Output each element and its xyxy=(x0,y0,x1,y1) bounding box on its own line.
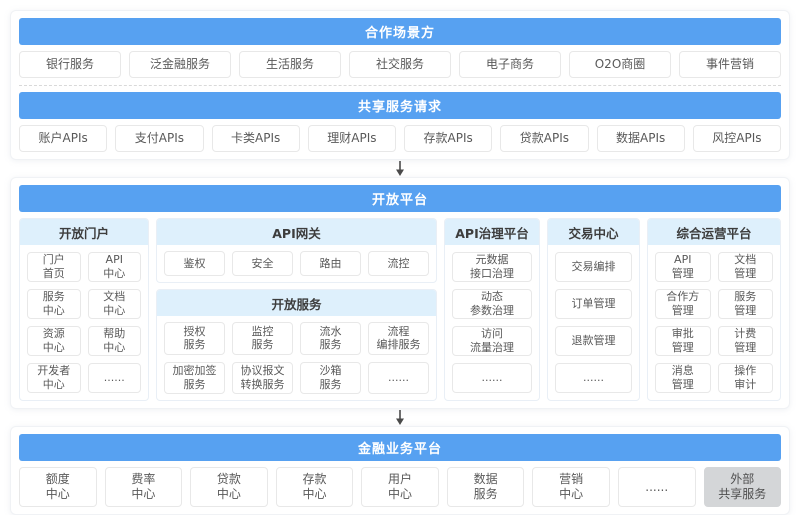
portal-item: 帮助 中心 xyxy=(87,326,141,356)
api-item: 风控APIs xyxy=(692,125,781,152)
trade-item: 交易编排 xyxy=(555,252,632,282)
finance-item: 贷款 中心 xyxy=(190,467,268,507)
open-platform-columns: 开放门户 门户 首页 API 中心 服务 中心 文档 中心 资源 中心 帮助 中… xyxy=(19,218,781,401)
operations-item: 文档 管理 xyxy=(717,252,773,282)
gateway-item: 路由 xyxy=(300,251,361,276)
service-item: 监控 服务 xyxy=(232,322,293,355)
portal-item: 资源 中心 xyxy=(27,326,81,356)
service-item-more: ...... xyxy=(368,361,429,394)
scenario-items-row: 银行服务 泛金融服务 生活服务 社交服务 电子商务 O2O商圈 事件营销 xyxy=(19,51,781,78)
finance-item-external-shared-service: 外部 共享服务 xyxy=(703,467,782,507)
operations-platform-body: API 管理 文档 管理 合作方 管理 服务 管理 审批 管理 计费 管理 消息… xyxy=(648,245,780,400)
api-item: 卡类APIs xyxy=(211,125,300,152)
panel-open-portal: 开放门户 门户 首页 API 中心 服务 中心 文档 中心 资源 中心 帮助 中… xyxy=(19,218,149,401)
governance-item: 动态 参数治理 xyxy=(452,289,532,319)
shared-api-items-row: 账户APIs 支付APIs 卡类APIs 理财APIs 存款APIs 贷款API… xyxy=(19,125,781,152)
panel-operations-platform: 综合运营平台 API 管理 文档 管理 合作方 管理 服务 管理 审批 管理 计… xyxy=(647,218,781,401)
operations-item: 计费 管理 xyxy=(717,326,773,356)
scenario-item: 银行服务 xyxy=(19,51,121,78)
api-item: 账户APIs xyxy=(19,125,108,152)
service-item: 沙箱 服务 xyxy=(300,361,361,394)
api-item: 理财APIs xyxy=(307,125,396,152)
open-platform-container: 开放平台 开放门户 门户 首页 API 中心 服务 中心 文档 中心 资源 中心… xyxy=(10,177,790,409)
api-gateway-body: 鉴权 安全 路由 流控 xyxy=(157,245,436,282)
trade-center-title: 交易中心 xyxy=(548,219,639,245)
portal-item: 开发者 中心 xyxy=(27,363,81,393)
gateway-item: 鉴权 xyxy=(164,251,225,276)
down-arrow-icon xyxy=(10,409,790,426)
finance-items-row: 额度 中心 费率 中心 贷款 中心 存款 中心 用户 中心 数据 服务 营销 中… xyxy=(19,467,782,507)
api-item: 存款APIs xyxy=(404,125,493,152)
portal-item: 文档 中心 xyxy=(87,289,141,319)
scenario-item: 社交服务 xyxy=(349,51,451,78)
finance-item: 用户 中心 xyxy=(361,467,439,507)
governance-item-more: ...... xyxy=(452,363,532,393)
service-item: 加密加签 服务 xyxy=(164,361,225,394)
down-arrow-icon xyxy=(10,160,790,177)
finance-item-more: ...... xyxy=(617,467,696,507)
scenario-item: 生活服务 xyxy=(239,51,341,78)
finance-item: 额度 中心 xyxy=(19,467,97,507)
scenario-and-request-container: 合作场景方 银行服务 泛金融服务 生活服务 社交服务 电子商务 O2O商圈 事件… xyxy=(10,10,790,160)
shared-request-header-bar: 共享服务请求 xyxy=(19,92,781,119)
open-platform-header-bar: 开放平台 xyxy=(19,185,781,212)
api-gateway-title: API网关 xyxy=(157,219,436,245)
governance-item: 访问 流量治理 xyxy=(452,326,532,356)
trade-item: 退款管理 xyxy=(555,326,632,356)
finance-item: 费率 中心 xyxy=(104,467,183,507)
panel-api-gateway: API网关 鉴权 安全 路由 流控 xyxy=(156,218,437,283)
portal-item: API 中心 xyxy=(87,252,141,282)
finance-platform-container: 金融业务平台 额度 中心 费率 中心 贷款 中心 存款 中心 用户 中心 数据 … xyxy=(10,426,790,515)
operations-platform-title: 综合运营平台 xyxy=(648,219,780,245)
operations-item: 消息 管理 xyxy=(655,363,711,393)
scenario-item: 事件营销 xyxy=(679,51,781,78)
operations-item: 审批 管理 xyxy=(655,326,711,356)
scenario-item: 电子商务 xyxy=(459,51,561,78)
open-services-body: 授权 服务 监控 服务 流水 服务 流程 编排服务 加密加签 服务 协议报文 转… xyxy=(157,316,436,400)
operations-item: 服务 管理 xyxy=(717,289,773,319)
governance-item: 元数据 接口治理 xyxy=(452,252,532,282)
gateway-item: 安全 xyxy=(232,251,293,276)
panel-api-governance: API治理平台 元数据 接口治理 动态 参数治理 访问 流量治理 ...... xyxy=(444,218,540,401)
operations-item: 合作方 管理 xyxy=(655,289,711,319)
open-portal-body: 门户 首页 API 中心 服务 中心 文档 中心 资源 中心 帮助 中心 开发者… xyxy=(20,245,148,400)
api-item: 贷款APIs xyxy=(500,125,589,152)
scenario-header-bar: 合作场景方 xyxy=(19,18,781,45)
portal-item-more: ...... xyxy=(87,363,141,393)
finance-item: 存款 中心 xyxy=(275,467,354,507)
finance-platform-header-bar: 金融业务平台 xyxy=(19,434,781,461)
service-item: 协议报文 转换服务 xyxy=(232,361,293,394)
scenario-item: 泛金融服务 xyxy=(129,51,231,78)
open-portal-title: 开放门户 xyxy=(20,219,148,245)
trade-item: 订单管理 xyxy=(555,289,632,319)
portal-item: 服务 中心 xyxy=(27,289,81,319)
api-governance-title: API治理平台 xyxy=(445,219,539,245)
service-item: 流程 编排服务 xyxy=(368,322,429,355)
panel-trade-center: 交易中心 交易编排 订单管理 退款管理 ...... xyxy=(547,218,640,401)
operations-item: API 管理 xyxy=(655,252,711,282)
api-item: 数据APIs xyxy=(596,125,685,152)
gateway-item: 流控 xyxy=(368,251,429,276)
scenario-item: O2O商圈 xyxy=(569,51,671,78)
finance-item: 数据 服务 xyxy=(446,467,525,507)
finance-item: 营销 中心 xyxy=(532,467,610,507)
operations-item: 操作 审计 xyxy=(717,363,773,393)
trade-item-more: ...... xyxy=(555,363,632,393)
panel-open-services: 开放服务 授权 服务 监控 服务 流水 服务 流程 编排服务 加密加签 服务 协… xyxy=(156,289,437,401)
service-item: 授权 服务 xyxy=(164,322,225,355)
gateway-and-services-column: API网关 鉴权 安全 路由 流控 开放服务 授权 服务 监控 服务 流水 服务… xyxy=(156,218,437,401)
service-item: 流水 服务 xyxy=(300,322,361,355)
api-governance-body: 元数据 接口治理 动态 参数治理 访问 流量治理 ...... xyxy=(445,245,539,400)
api-item: 支付APIs xyxy=(115,125,204,152)
trade-center-body: 交易编排 订单管理 退款管理 ...... xyxy=(548,245,639,400)
portal-item: 门户 首页 xyxy=(27,252,81,282)
open-services-title: 开放服务 xyxy=(157,290,436,316)
section-divider xyxy=(19,85,781,86)
